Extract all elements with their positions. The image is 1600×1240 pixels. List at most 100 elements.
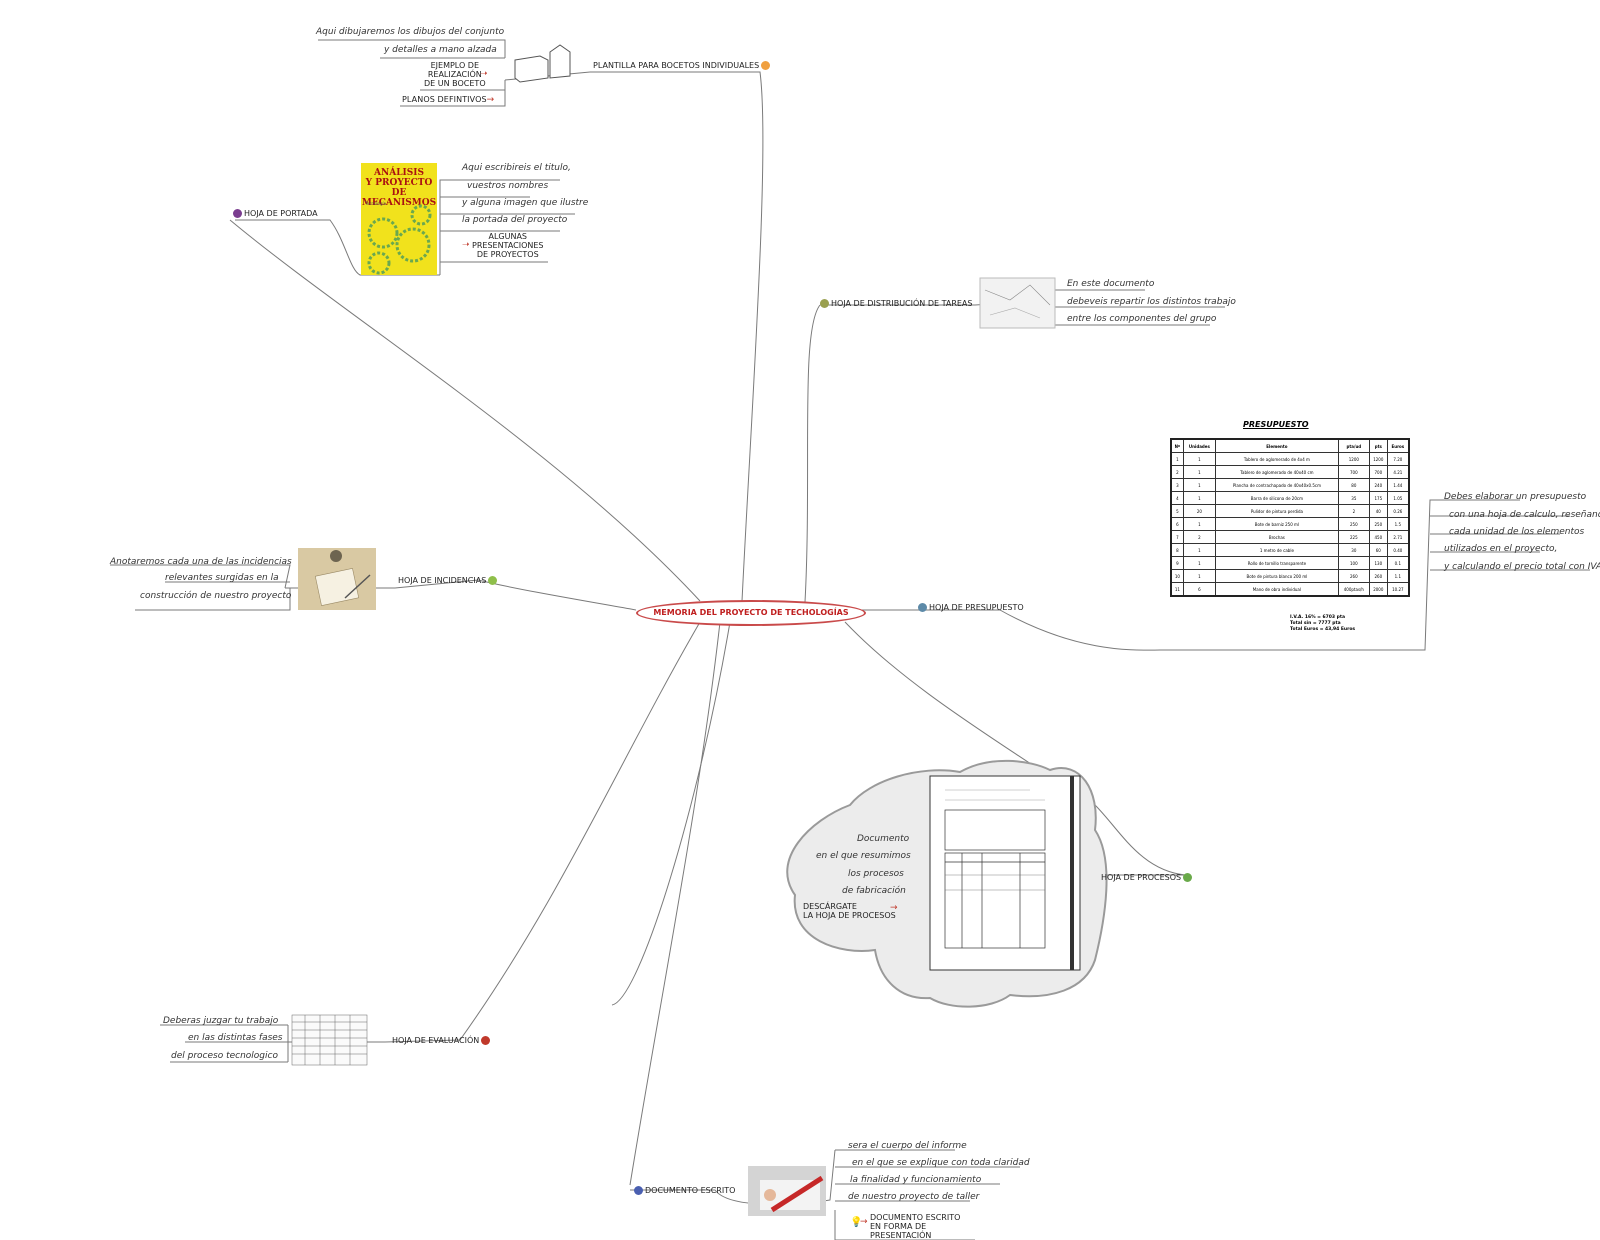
table-header-cell: pts <box>1368 438 1388 453</box>
connector-evaluacion <box>459 621 701 1041</box>
incidencias-image <box>298 548 376 610</box>
table-cell: 175 <box>1368 491 1388 505</box>
link-line: DE UN BOCETO <box>424 79 486 88</box>
topic-label: HOJA DE DISTRIBUCIÓN DE TAREAS <box>831 299 973 308</box>
table-cell: 1 <box>1170 452 1184 466</box>
topic-plantilla-bocetos[interactable]: PLANTILLA PARA BOCETOS INDIVIDUALES <box>593 61 772 70</box>
topic-hoja-evaluacion[interactable]: HOJA DE EVALUACIÓN <box>392 1036 492 1045</box>
table-cell: 250 <box>1337 517 1370 531</box>
table-cell: 7.20 <box>1386 452 1410 466</box>
table-cell: 2 <box>1170 465 1184 479</box>
table-cell: 8 <box>1170 543 1184 557</box>
connector-procesos <box>844 621 1041 771</box>
link-planos-definitivos[interactable]: PLANOS DEFINTIVOS→ <box>402 95 494 105</box>
table-cell: 250 <box>1368 517 1388 531</box>
connector-portada <box>229 219 701 602</box>
topic-hoja-presupuesto[interactable]: HOJA DE PRESUPUESTO <box>916 603 1024 612</box>
table-cell: 1.1 <box>1386 569 1410 583</box>
topic-hoja-distribucion[interactable]: HOJA DE DISTRIBUCIÓN DE TAREAS <box>818 299 972 308</box>
link-descargate-hoja-procesos[interactable]: DESCÁRGATE LA HOJA DE PROCESOS <box>803 902 896 920</box>
evaluacion-image <box>291 1014 368 1066</box>
link-arrow-icon: → <box>486 95 495 105</box>
procesos-note-1: Documento <box>857 834 910 844</box>
table-cell: 1 <box>1182 556 1217 570</box>
connector-distribucion <box>804 304 821 603</box>
boceto-sketch <box>514 44 571 83</box>
topic-documento-escrito[interactable]: DOCUMENTO ESCRITO <box>632 1186 735 1195</box>
table-cell: 2 <box>1337 504 1370 518</box>
cover-title-line: ANÁLISIS <box>374 168 424 178</box>
cover-subtitle: Tecnología <box>365 201 387 206</box>
topic-hoja-incidencias[interactable]: HOJA DE INCIDENCIAS <box>398 576 499 585</box>
table-cell: 0.1 <box>1386 556 1410 570</box>
cover-title-line: Y PROYECTO <box>365 178 433 188</box>
incidencias-note-1: Anotaremos cada una de las incidencias <box>110 557 292 567</box>
table-cell: 6 <box>1182 582 1217 597</box>
table-cell: 1 <box>1182 478 1217 492</box>
link-line: DESCÁRGATE <box>803 902 857 911</box>
table-cell: 1.44 <box>1386 478 1410 492</box>
plantilla-note-2: y detalles a mano alzada <box>384 45 497 55</box>
procesos-note-4: de fabricación <box>842 886 906 896</box>
distribucion-note-2: debeveis repartir los distintos trabajo <box>1067 297 1236 307</box>
table-cell: 450 <box>1368 530 1388 544</box>
link-line: REALIZACIÓN <box>427 70 482 79</box>
presupuesto-note-3: cada unidad de los elementos <box>1449 527 1585 537</box>
distribucion-image <box>979 277 1056 329</box>
table-cell: 1 <box>1182 517 1217 531</box>
portada-cover-image: ANÁLISIS Y PROYECTO DE MECANISMOS Tecnol… <box>361 163 437 275</box>
incidencias-note-3: construcción de nuestro proyecto <box>140 591 292 601</box>
link-algunas-presentaciones[interactable]: ALGUNAS PRESENTACIONES DE PROYECTOS <box>472 232 544 259</box>
table-cell: 0.26 <box>1386 504 1410 518</box>
evaluacion-note-2: en las distintas fases <box>188 1033 283 1043</box>
table-cell: 100 <box>1337 556 1370 570</box>
link-line: PRESENTACIONES <box>472 241 544 250</box>
table-cell: 30 <box>1337 543 1370 557</box>
number-badge-icon <box>918 603 927 612</box>
total-row: Total sin = 7777 pta <box>1290 621 1341 626</box>
table-cell: Rollo de tornillo transparente <box>1215 556 1339 570</box>
evaluacion-note-1: Deberas juzgar tu trabajo <box>163 1016 279 1026</box>
link-arrow-icon: ➝ <box>462 240 470 250</box>
link-ejemplo-boceto[interactable]: EJEMPLO DE REALIZACIÓN DE UN BOCETO <box>424 61 486 88</box>
portada-note-4: la portada del proyecto <box>462 215 568 225</box>
total-row: I.V.A. 16% = 6703 pta <box>1290 615 1346 620</box>
table-cell: 260 <box>1337 569 1370 583</box>
table-cell: Bote de barniz 250 ml <box>1215 517 1339 531</box>
number-badge-icon <box>820 299 829 308</box>
table-header-cell: Euros <box>1386 438 1410 453</box>
table-cell: 1 <box>1182 543 1217 557</box>
table-cell: 700 <box>1368 465 1388 479</box>
table-header-cell: Elemento <box>1215 438 1339 453</box>
topic-hoja-portada[interactable]: HOJA DE PORTADA <box>231 209 318 218</box>
topic-hoja-procesos[interactable]: HOJA DE PROCESOS <box>1101 873 1194 882</box>
table-cell: 80 <box>1337 478 1370 492</box>
procesos-note-3: los procesos <box>848 869 904 879</box>
hoja-procesos-image <box>929 775 1081 971</box>
link-line: EJEMPLO DE <box>430 61 480 70</box>
table-cell: 130 <box>1368 556 1388 570</box>
table-cell: 2000 <box>1368 582 1388 597</box>
topic-label: HOJA DE PORTADA <box>244 209 318 218</box>
connector-empty <box>611 621 731 1006</box>
table-cell: 1 metro de cable <box>1215 543 1339 557</box>
link-documento-presentacion[interactable]: DOCUMENTO ESCRITO EN FORMA DE PRESENTACI… <box>870 1213 960 1240</box>
procesos-note-2: en el que resumimos <box>816 851 911 861</box>
central-topic[interactable]: MEMORIA DEL PROYECTO DE TECHOLOGÍAS <box>636 600 866 626</box>
table-cell: 5 <box>1170 504 1184 518</box>
evaluacion-note-3: del proceso tecnologico <box>171 1051 278 1061</box>
total-row: Total Euros = 43,94 Euros <box>1290 627 1356 632</box>
link-arrow-icon: → <box>890 903 898 913</box>
table-cell: 10.27 <box>1386 582 1410 597</box>
table-header-cell: pta/ud <box>1337 438 1370 453</box>
table-cell: 3 <box>1170 478 1184 492</box>
portada-note-1: Aqui escribireis el titulo, <box>462 163 571 173</box>
